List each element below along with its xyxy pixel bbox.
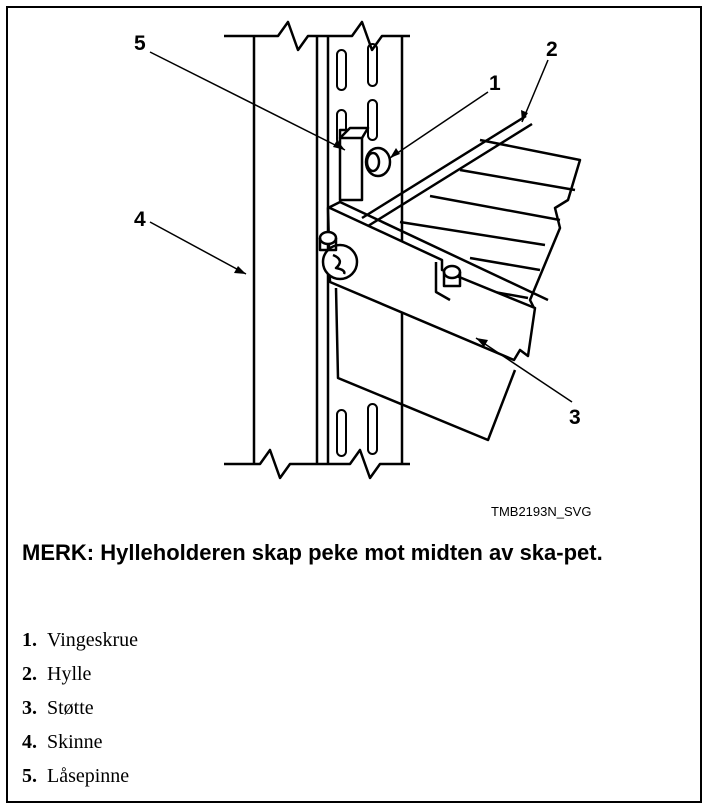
arrowhead-2 — [521, 110, 528, 122]
arrowhead-1 — [390, 148, 400, 158]
leader-2 — [521, 59, 549, 123]
parts-legend: 1.Vingeskrue 2.Hylle 3.Støtte 4.Skinne 5… — [22, 628, 138, 798]
callout-2: 2 — [546, 38, 558, 61]
figure-id: TMB2193N_SVG — [491, 504, 592, 519]
wing-screw-part — [364, 146, 392, 178]
lock-pin-part — [338, 126, 370, 202]
arrowhead-3 — [476, 338, 488, 347]
callout-4: 4 — [134, 208, 146, 231]
legend-item: 5.Låsepinne — [22, 765, 130, 787]
leader-3 — [475, 337, 573, 403]
note-text: MERK: Hylleholderen skap peke mot midten… — [22, 540, 603, 565]
bottom-break-line — [224, 448, 410, 480]
rail-slots — [336, 43, 378, 457]
legend-item: 2.Hylle — [22, 663, 92, 685]
callout-5: 5 — [134, 32, 146, 55]
shelf-bracket-illustration: 5 1 2 4 3 — [134, 20, 582, 480]
leader-1 — [389, 91, 489, 159]
top-break-line — [224, 20, 410, 52]
leader-5 — [149, 51, 346, 151]
callout-3: 3 — [569, 406, 581, 429]
arrowhead-5 — [333, 140, 345, 150]
legend-item: 1.Vingeskrue — [22, 629, 138, 651]
support-bracket-part — [318, 200, 549, 442]
legend-item: 4.Skinne — [22, 731, 103, 753]
arrowhead-4 — [234, 266, 246, 274]
leader-4 — [149, 221, 247, 275]
legend-item: 3.Støtte — [22, 697, 94, 719]
callout-1: 1 — [489, 72, 501, 95]
